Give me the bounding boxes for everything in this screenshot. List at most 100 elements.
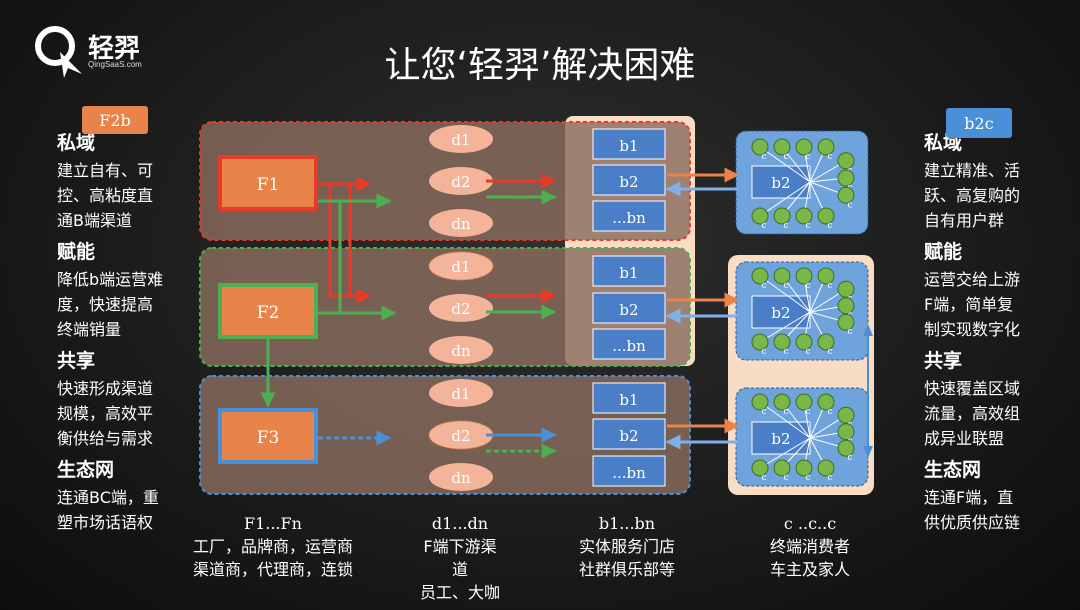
legend-line: 工厂，品牌商，运营商 [192, 537, 353, 556]
consumer-dot-label: c [805, 347, 810, 357]
distributor-label: d2 [451, 300, 470, 318]
community-link-down-arrow [863, 446, 873, 458]
legend-line: 员工、大咖 [419, 583, 500, 602]
consumer-dot [795, 393, 813, 411]
consumer-dot [751, 138, 769, 156]
consumer-dot [773, 267, 791, 285]
left-section-share: 共享 快速形成渠道 规模，高效平 衡供给与需求 [57, 346, 207, 451]
legend-line: 实体服务门店 [578, 537, 675, 556]
factory-f3-label: F3 [257, 428, 280, 448]
left-line: 控、高粘度直 [57, 186, 154, 205]
distributor-label: d1 [451, 385, 470, 403]
consumer-dot [837, 169, 855, 187]
store-label: b1 [619, 391, 638, 409]
distributor-label: d1 [451, 258, 470, 276]
legend-code: c ..c..c [783, 514, 837, 533]
consumer-dot-label: c [847, 327, 852, 337]
store-box [592, 328, 666, 360]
consumer-dot-label: c [761, 407, 766, 417]
left-line: 衡供给与需求 [57, 429, 154, 448]
left-benefits-panel: 私域 建立自有、可 控、高粘度直 通B端渠道 赋能 降低b端运营难 度，快速提高… [57, 124, 207, 535]
left-heading: 生态网 [57, 459, 115, 481]
left-line: 建立自有、可 [57, 161, 154, 180]
right-section-empower: 赋能 运营交给上游 F端，简单复 制实现数字化 [924, 237, 1074, 342]
consumer-dot [817, 207, 835, 225]
right-heading: 共享 [924, 350, 963, 372]
distributor-node [429, 463, 493, 491]
consumer-dot [817, 267, 835, 285]
right-heading: 生态网 [924, 459, 982, 481]
consumer-dot-label: c [761, 152, 766, 162]
right-benefits-panel: 私域 建立精准、活 跃、高复购的 自有用户群 赋能 运营交给上游 F端，简单复 … [924, 124, 1074, 535]
consumer-dot-label: c [783, 473, 788, 483]
f2b-tag-label: F2b [99, 111, 131, 130]
factory-f2 [218, 283, 318, 339]
left-line: 连通BC端，重 [57, 488, 159, 507]
consumer-link [759, 401, 811, 439]
left-line: 快速形成渠道 [57, 379, 154, 398]
distributor-label: dn [451, 215, 471, 233]
store-box [592, 455, 666, 487]
consumer-dot-label: c [761, 347, 766, 357]
factory-f3 [218, 408, 318, 464]
consumer-community-1: b2 [735, 130, 869, 235]
distributor-label: d2 [451, 173, 470, 191]
legend-line: F端下游渠 [423, 537, 497, 556]
consumer-dot-label: c [805, 407, 810, 417]
store-box [592, 128, 666, 160]
left-section-ecosystem: 生态网 连通BC端，重 塑市场话语权 [57, 455, 207, 535]
right-line: 流量，高效组 [924, 404, 1021, 423]
legend-factories: F1...Fn 工厂，品牌商，运营商 渠道商，代理商，连锁 [178, 512, 368, 581]
consumer-dot-label: c [827, 221, 832, 231]
consumer-dot [773, 138, 791, 156]
consumer-dot [795, 138, 813, 156]
consumer-link [759, 275, 811, 313]
consumer-dot-label: c [827, 152, 832, 162]
right-line: 供优质供应链 [924, 513, 1021, 532]
distributor-node [429, 294, 493, 322]
left-heading: 私域 [57, 132, 96, 154]
consumer-dot [817, 138, 835, 156]
f2b-tag [82, 106, 148, 134]
consumer-dot-label: c [783, 152, 788, 162]
consumer-dot [751, 459, 769, 477]
left-heading: 共享 [57, 350, 96, 372]
consumer-dot [795, 459, 813, 477]
legend-stores: b1...bn 实体服务门店 社群俱乐部等 [562, 512, 692, 581]
distributor-label: d2 [451, 427, 470, 445]
logo-name: 轻羿 [88, 34, 141, 64]
left-section-empower: 赋能 降低b端运营难 度，快速提高 终端销量 [57, 237, 207, 342]
store-label: b1 [619, 137, 638, 155]
consumer-dot [837, 313, 855, 331]
store-label: ...bn [612, 209, 646, 227]
legend-line: 渠道商，代理商，连锁 [192, 560, 353, 579]
right-line: 跃、高复购的 [924, 186, 1021, 205]
consumer-dot-label: c [827, 473, 832, 483]
consumer-dot [773, 393, 791, 411]
consumer-dot [817, 459, 835, 477]
legend-line: 道 [451, 560, 468, 579]
consumer-dot-label: c [761, 473, 766, 483]
distributor-label: dn [451, 342, 471, 360]
consumer-dot [751, 393, 769, 411]
distributor-node [429, 379, 493, 407]
consumer-dot-label: c [827, 281, 832, 291]
store-label: ...bn [612, 464, 646, 482]
consumer-dot-label: c [783, 221, 788, 231]
consumer-dot-label: c [827, 407, 832, 417]
consumer-dot-label: c [783, 347, 788, 357]
consumer-dot [837, 186, 855, 204]
factory-f1 [218, 155, 318, 211]
consumer-dot [837, 152, 855, 170]
consumer-dot-label: c [805, 221, 810, 231]
legend-distributors: d1...dn F端下游渠 道 员工、大咖 [400, 512, 520, 604]
right-line: 运营交给上游 [924, 270, 1021, 289]
legend-consumers: c ..c..c 终端消费者 车主及家人 [745, 512, 875, 581]
consumer-dot [751, 207, 769, 225]
legend-line: 社群俱乐部等 [578, 560, 675, 579]
consumer-dot-label: c [805, 473, 810, 483]
consumer-dot [795, 333, 813, 351]
legend-code: b1...bn [598, 514, 656, 533]
left-line: 降低b端运营难 [57, 270, 164, 289]
distributor-node [429, 336, 493, 364]
